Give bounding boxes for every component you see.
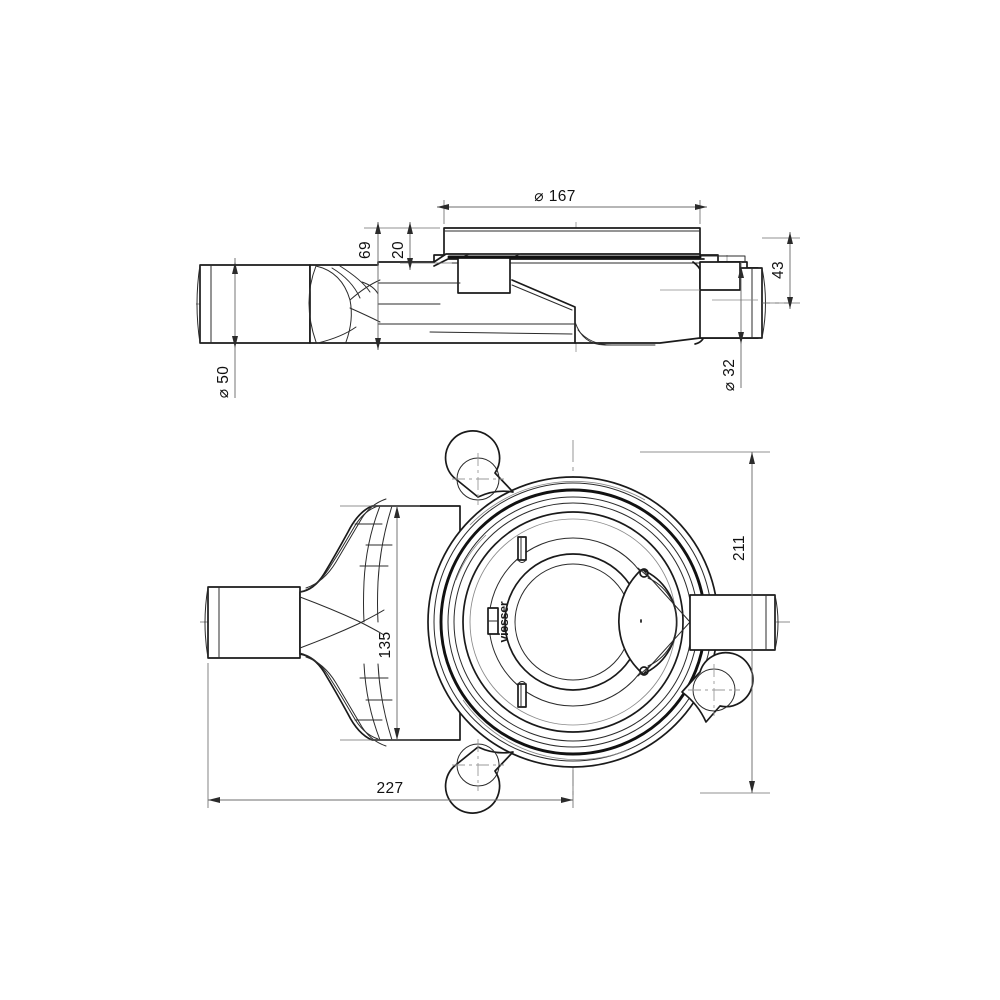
bowl-highlight-arc-3 xyxy=(455,534,487,581)
dim-label-dia32: ⌀ 32 xyxy=(721,359,738,391)
outlet-clamp-top xyxy=(699,255,746,263)
dim-l227: 227 xyxy=(207,663,574,808)
dim-h43: 43 xyxy=(762,232,800,309)
bowl-rivet-upper-right xyxy=(637,567,653,581)
dim-h69: 69 xyxy=(357,222,400,350)
plan-view: viesser xyxy=(200,430,790,814)
dim-w211: 211 xyxy=(640,451,770,794)
outlet-clamp-block xyxy=(699,261,741,291)
dim-label-h69: 69 xyxy=(357,241,374,259)
trap-block xyxy=(457,257,511,294)
plan-inlet-pipe-end xyxy=(204,586,209,659)
body-deck-upper-edge xyxy=(433,253,701,263)
body-inner-line-4 xyxy=(429,331,573,335)
body-deck-lower-edge xyxy=(433,258,705,267)
plan-outlet-pipe-end xyxy=(774,594,779,651)
bowl-outlet-port xyxy=(618,569,678,675)
dim-dia32: ⌀ 32 xyxy=(721,262,744,391)
sump-floor-slope-inner xyxy=(511,284,573,311)
dim-label-dia167: ⌀ 167 xyxy=(534,188,576,205)
plan-inlet-pipe xyxy=(207,586,301,659)
dim-h20: 20 xyxy=(390,222,452,270)
dim-dia167: ⌀ 167 xyxy=(437,188,707,224)
bowl-clip-left xyxy=(487,607,499,635)
brand-logo: viesser xyxy=(497,601,511,642)
bowl-highlight-arc-2 xyxy=(462,699,629,761)
bowl-outlet-port-inner xyxy=(647,577,678,667)
bowl-rivet-lower-right xyxy=(637,663,653,677)
dim-label-w135: 135 xyxy=(377,631,394,658)
bowl-highlight-arc-1 xyxy=(469,480,646,526)
sump-floor-bottom-curve2 xyxy=(577,329,613,346)
inlet-pipe-end-arc xyxy=(196,264,201,344)
body-outline xyxy=(309,227,759,344)
sump-floor-slope xyxy=(511,279,576,344)
dim-label-w211: 211 xyxy=(731,535,748,561)
bowl-clip-top xyxy=(517,536,527,563)
mount-lug-top-left xyxy=(444,430,514,505)
dim-label-dia50: ⌀ 50 xyxy=(215,366,232,398)
bowl-inner-wall xyxy=(462,511,684,733)
dim-dia50: ⌀ 50 xyxy=(215,258,238,398)
bowl-clip-bottom xyxy=(517,681,527,708)
plan-trap-chamber xyxy=(299,505,461,741)
dim-label-h43: 43 xyxy=(770,261,787,279)
plan-drain-bowl xyxy=(427,476,719,768)
dim-label-h20: 20 xyxy=(390,241,407,259)
dim-label-l227: 227 xyxy=(376,780,403,797)
plan-outlet-pipe xyxy=(689,594,776,651)
mount-lug-bottom-left xyxy=(444,739,514,814)
elevation-view: ⌀ 167 69 20 43 xyxy=(196,188,800,398)
dim-w135: 135 xyxy=(340,505,420,741)
inlet-pipe-outline xyxy=(199,264,311,344)
